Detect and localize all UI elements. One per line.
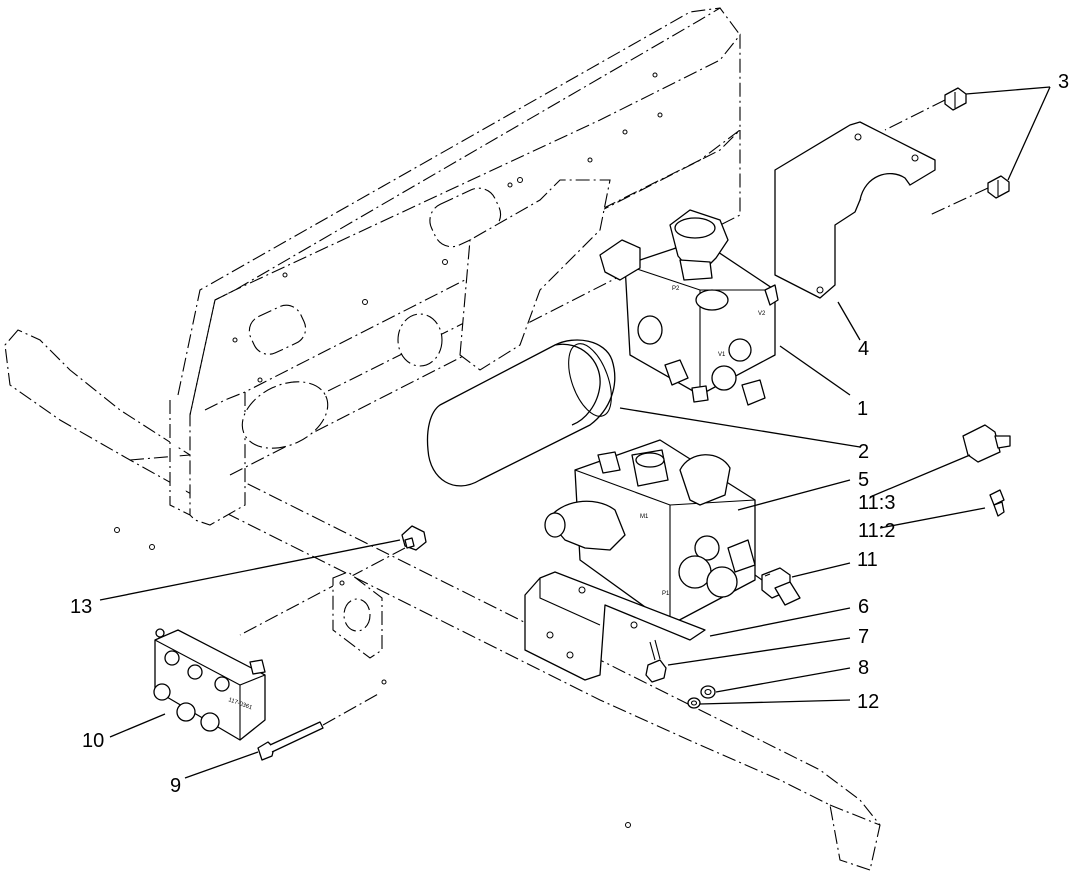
mounting-plate-part-6 — [524, 571, 706, 681]
valve-block-part-1: P2 V1 V2 — [599, 209, 779, 406]
switch-part-11 — [761, 567, 801, 606]
lower-valve-marking-m1: M1 — [640, 514, 649, 520]
callout-labels: 3 4 1 2 5 11:3 11:2 11 6 7 8 12 13 10 9 — [70, 71, 1069, 797]
callout-1: 1 — [857, 398, 868, 420]
washer-part-8 — [700, 685, 716, 699]
main-valve-marking-v2: V2 — [758, 311, 766, 317]
callout-5: 5 — [858, 469, 869, 491]
valve-block-part-5: M1 P1 — [544, 439, 756, 626]
callout-7: 7 — [858, 626, 869, 648]
bolt-part-13 — [401, 525, 427, 551]
callout-11: 11 — [857, 549, 878, 571]
upper-frame-rail — [169, 7, 741, 526]
main-valve-marking-v1: V1 — [718, 352, 726, 358]
callout-11-3: 11:3 — [858, 492, 895, 514]
callout-8: 8 — [858, 657, 869, 679]
manifold-part-10: 117-0361 — [153, 628, 266, 741]
main-valve-marking-p2: P2 — [672, 286, 680, 292]
callout-9: 9 — [170, 775, 181, 797]
callout-4: 4 — [858, 338, 869, 360]
filter-part-2 — [426, 339, 616, 487]
leader-lines — [99, 86, 1051, 779]
callout-12: 12 — [857, 691, 879, 713]
bolt-part-3-lower — [987, 175, 1010, 199]
bolt-part-7 — [645, 639, 667, 683]
callout-3: 3 — [1058, 71, 1069, 93]
callout-6: 6 — [858, 596, 869, 618]
callout-10: 10 — [82, 730, 104, 752]
nut-part-12 — [687, 697, 701, 709]
connector-part-11-3 — [962, 424, 1011, 463]
callout-13: 13 — [70, 596, 92, 618]
bolt-part-3-upper — [944, 87, 967, 111]
terminal-part-11-2 — [989, 489, 1005, 517]
lower-valve-marking-p1: P1 — [662, 591, 670, 597]
bracket-part-4 — [774, 121, 936, 299]
callout-11-2: 11:2 — [858, 520, 895, 542]
bolt-part-9 — [257, 721, 324, 761]
callout-2: 2 — [858, 441, 869, 463]
flange-plate — [332, 571, 383, 659]
